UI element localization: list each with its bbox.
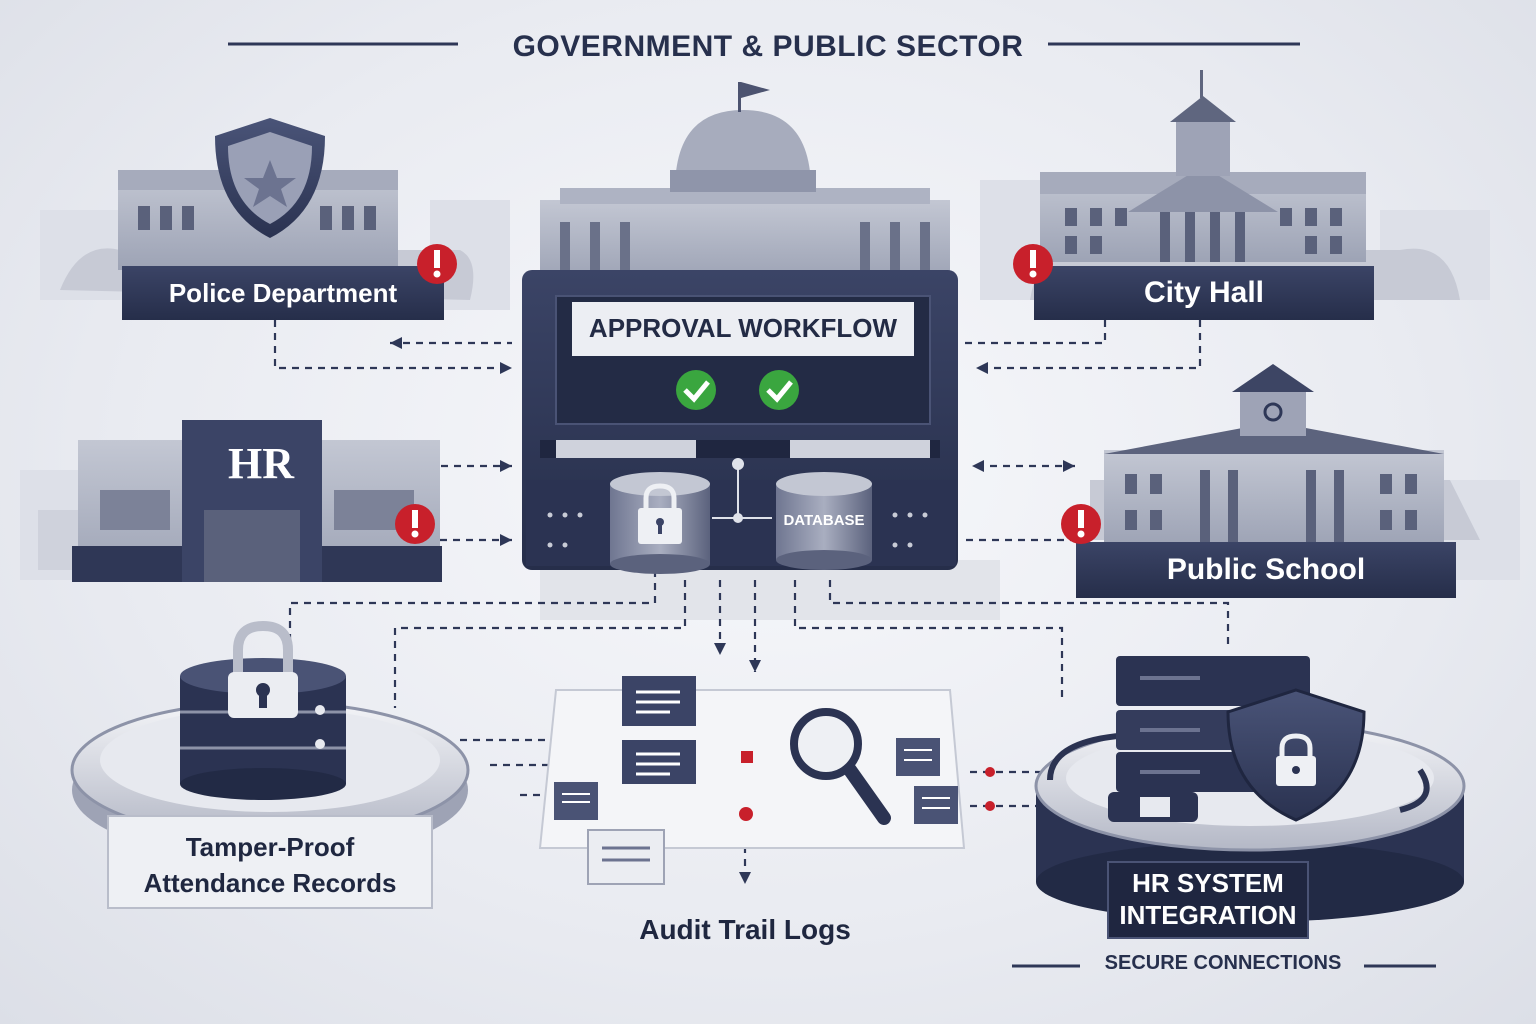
public-school-banner[interactable] — [1076, 542, 1456, 598]
document-icon — [896, 738, 940, 776]
document-icon — [622, 740, 696, 784]
shield-lock-icon — [1226, 688, 1366, 822]
lock-icon — [638, 483, 682, 544]
document-icon — [587, 829, 665, 885]
lock-icon — [228, 620, 298, 718]
hr-logo: HR — [228, 439, 294, 488]
magnifier-icon — [790, 708, 891, 825]
hr-system-plate[interactable] — [1107, 861, 1309, 939]
attendance-label-line2: Attendance Records — [143, 868, 397, 898]
document-icon — [554, 782, 598, 820]
hr-building — [38, 420, 442, 582]
public-school-building — [1090, 364, 1480, 546]
shield-star-icon — [215, 118, 325, 238]
city-hall-banner[interactable] — [1034, 266, 1374, 320]
alert-icon — [1013, 244, 1053, 284]
network-node — [712, 458, 772, 523]
alert-icon — [417, 244, 457, 284]
database-cylinder — [776, 472, 872, 570]
check-icon — [676, 370, 716, 410]
server-lights — [547, 512, 928, 548]
police-banner[interactable] — [122, 266, 444, 320]
hr-system-label-line2: INTEGRATION — [1119, 900, 1297, 930]
attendance-label-line1: Tamper-Proof — [185, 832, 355, 862]
secure-connections-label: SECURE CONNECTIONS — [1104, 952, 1342, 974]
alert-icon — [395, 504, 435, 544]
audit-trail-label: Audit Trail Logs — [639, 914, 851, 945]
capitol-building — [540, 82, 950, 280]
log-markers — [739, 751, 995, 821]
alert-icon — [1061, 504, 1101, 544]
approval-workflow-label: APPROVAL WORKFLOW — [588, 312, 898, 343]
document-icon — [622, 676, 696, 726]
page-title: GOVERNMENT & PUBLIC SECTOR — [512, 30, 1024, 63]
public-school-label: Public School — [1166, 553, 1366, 586]
database-label: DATABASE — [783, 512, 865, 529]
police-department-label: Police Department — [168, 277, 398, 308]
document-icon — [914, 786, 958, 824]
attendance-plate[interactable] — [107, 815, 433, 909]
city-hall-label: City Hall — [1143, 276, 1265, 309]
check-icon — [759, 370, 799, 410]
hr-system-label-line1: HR SYSTEM — [1132, 868, 1284, 898]
